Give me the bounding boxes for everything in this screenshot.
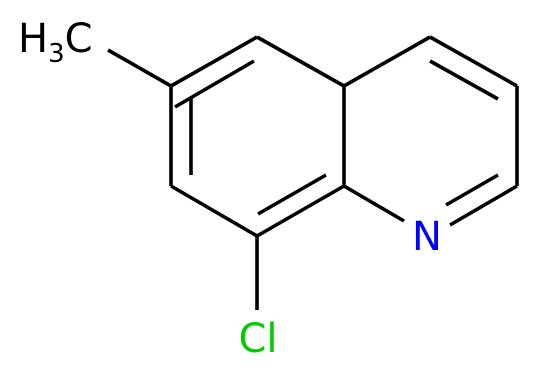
nitrogen-label: N	[412, 214, 442, 260]
bond-c5-c5-inner	[174, 59, 255, 109]
bond-c8a-c8	[256, 184, 345, 238]
bond-c8a-c8-inner	[257, 173, 327, 216]
bond-c4-c3	[429, 35, 518, 88]
bond-c8-c7	[170, 184, 258, 238]
methyl-c: C	[65, 16, 93, 62]
methyl-label: H3C	[18, 16, 93, 69]
bond-c4-c3-inner	[429, 59, 499, 101]
bond-c5-c4a	[256, 35, 345, 88]
bond-n1-c8a	[343, 184, 405, 223]
methyl-h: H	[18, 16, 48, 62]
methyl-subscript: 3	[48, 39, 65, 69]
bond-c2-n1-inner	[445, 173, 499, 207]
benzo-ring	[169, 35, 346, 238]
bond-c6-c5	[170, 35, 258, 88]
bond-c4a-c4	[343, 35, 431, 88]
bond-c6-methyl	[107, 48, 172, 88]
chlorine-label: Cl	[238, 316, 277, 362]
bond-c2-n1	[449, 184, 518, 227]
pyridine-ring	[343, 35, 519, 227]
